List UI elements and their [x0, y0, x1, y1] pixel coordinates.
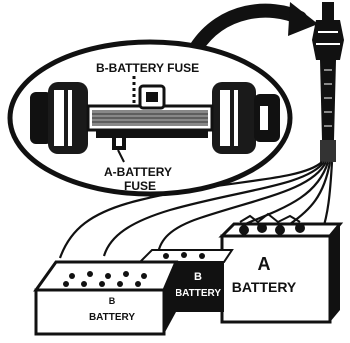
battery-b-left-letter: B [109, 296, 116, 306]
curved-arrow [196, 2, 318, 48]
battery-a-label: BATTERY [232, 279, 297, 295]
battery-a: A BATTERY [222, 214, 340, 322]
plug-connector [312, 2, 344, 162]
battery-b-middle-label: BATTERY [175, 288, 221, 299]
battery-a-letter: A [258, 254, 271, 274]
battery-b-middle-letter: B [194, 271, 202, 283]
b-battery-fuse-label: B-BATTERY FUSE [96, 61, 199, 75]
a-battery-fuse-label-line2: FUSE [124, 179, 156, 193]
a-battery-fuse-label-line1: A-BATTERY [104, 165, 172, 179]
fuse-oval-inset: B-BATTERY FUSE A-BATTERY FUSE [10, 42, 290, 194]
battery-b-left-label: BATTERY [89, 312, 135, 323]
left-end-cap [30, 82, 88, 154]
fuse-shaft [88, 106, 212, 138]
battery-b-left: B BATTERY [36, 262, 176, 334]
